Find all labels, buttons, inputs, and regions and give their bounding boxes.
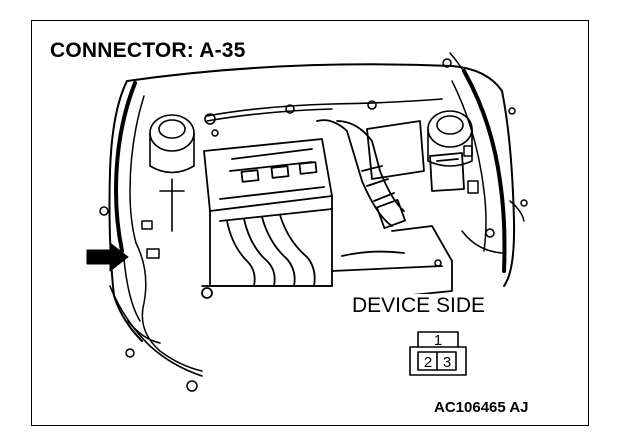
- pin-3-label: 3: [443, 354, 451, 371]
- connector-title: CONNECTOR: A-35: [48, 39, 248, 63]
- right-harness-thin: [449, 52, 525, 254]
- body-outline: [108, 63, 516, 342]
- pin-2-label: 2: [424, 354, 432, 371]
- left-harness: [114, 81, 137, 253]
- engine-bay-illustration: 1 2 3: [86, 52, 528, 392]
- figure-code: AC106465 AJ: [434, 399, 529, 416]
- pin-1-label: 1: [434, 332, 442, 349]
- connector-face-diagram: [409, 331, 467, 376]
- engine-block: [201, 138, 333, 299]
- pointer-arrow-icon: [86, 242, 129, 272]
- harness-connectors: [99, 58, 528, 392]
- connector-pin-labels: 1 2 3: [424, 332, 451, 371]
- right-harness: [462, 69, 507, 273]
- air-duct: [316, 119, 406, 229]
- device-side-label: DEVICE SIDE: [349, 294, 489, 318]
- front-curve: [109, 285, 203, 377]
- left-harness-thin: [123, 95, 203, 372]
- top-harness: [204, 98, 443, 125]
- battery-box: [331, 120, 465, 297]
- right-reservoir: [427, 110, 473, 167]
- left-reservoir: [149, 114, 195, 232]
- diagram-frame: 1 2 3 CONNECTOR: A-35 DEVICE SIDE AC1064…: [31, 20, 589, 426]
